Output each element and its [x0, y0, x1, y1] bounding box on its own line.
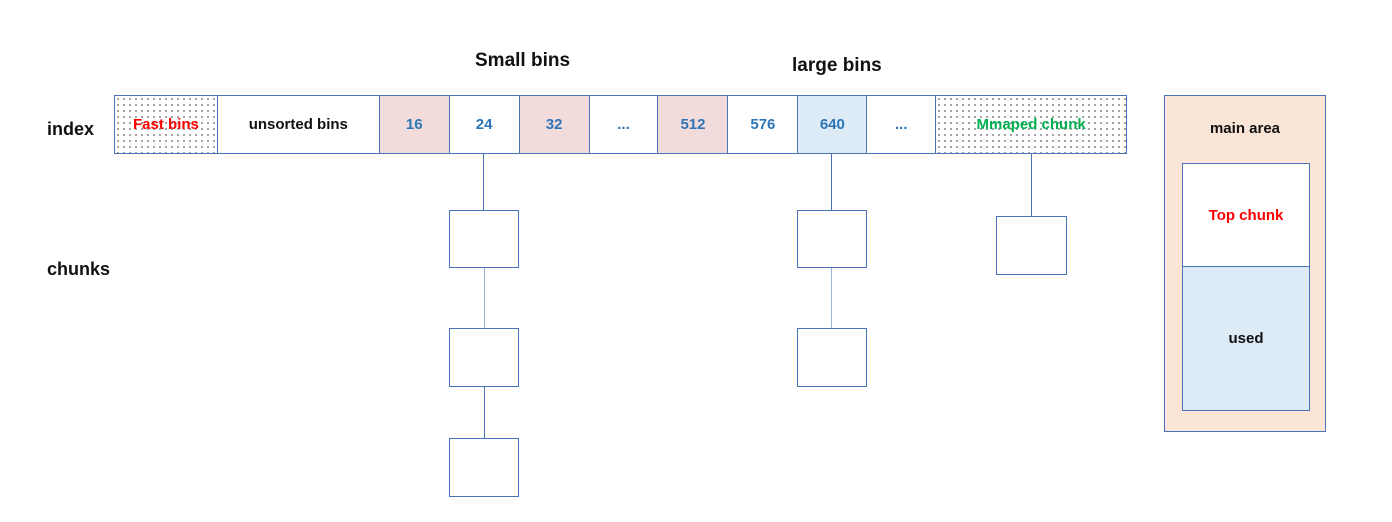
bin-cell-mmaped-chunk: Mmaped chunk: [936, 96, 1127, 153]
connector-line: [483, 154, 484, 211]
used-region: used: [1182, 267, 1310, 411]
bins-index-row: Fast bins unsorted bins 16 24 32 ... 512…: [114, 95, 1127, 154]
small-bins-heading: Small bins: [475, 50, 571, 71]
connector-line: [1031, 154, 1032, 217]
bin-cell-label: Mmaped chunk: [976, 116, 1086, 133]
bin-cell-640: 640: [798, 96, 868, 153]
bin-cell-unsorted-bins: unsorted bins: [217, 96, 380, 153]
index-label: index: [47, 119, 95, 139]
chunk-box: [449, 210, 519, 268]
used-label: used: [1228, 330, 1264, 347]
chunks-label: chunks: [47, 259, 111, 279]
bin-cell-16: 16: [379, 96, 450, 153]
chunk-box: [797, 328, 867, 387]
top-chunk: Top chunk: [1182, 163, 1310, 267]
bin-cell-label: 16: [405, 116, 423, 133]
chunk-box: [449, 438, 519, 497]
bin-cell-24: 24: [449, 96, 520, 153]
main-area: main area Top chunk used: [1164, 95, 1326, 432]
bin-cell-ellipsis-large: ...: [867, 96, 937, 153]
chunk-box: [449, 328, 519, 387]
bin-cell-32: 32: [519, 96, 590, 153]
chunk-box: [996, 216, 1067, 275]
connector-line: [831, 268, 832, 329]
bin-cell-label: Fast bins: [133, 116, 199, 133]
bin-cell-512: 512: [658, 96, 729, 153]
bin-cell-label: 32: [545, 116, 563, 133]
connector-line: [831, 154, 832, 211]
connector-line: [484, 268, 485, 329]
bin-cell-label: 24: [475, 116, 493, 133]
top-chunk-label: Top chunk: [1208, 206, 1284, 224]
bin-cell-label: ...: [617, 116, 630, 133]
bin-cell-label: unsorted bins: [248, 116, 348, 133]
chunk-box: [797, 210, 867, 268]
connector-line: [484, 387, 485, 439]
bin-cell-label: 576: [750, 116, 776, 133]
bin-cell-label: 640: [819, 116, 845, 133]
bin-cell-label: ...: [895, 116, 908, 133]
bin-cell-576: 576: [728, 96, 799, 153]
large-bins-heading: large bins: [792, 55, 882, 76]
bin-cell-ellipsis-small: ...: [589, 96, 659, 153]
bin-cell-label: 512: [680, 116, 706, 133]
bin-cell-fast-bins: Fast bins: [115, 96, 218, 153]
main-area-title: main area: [1209, 120, 1281, 137]
